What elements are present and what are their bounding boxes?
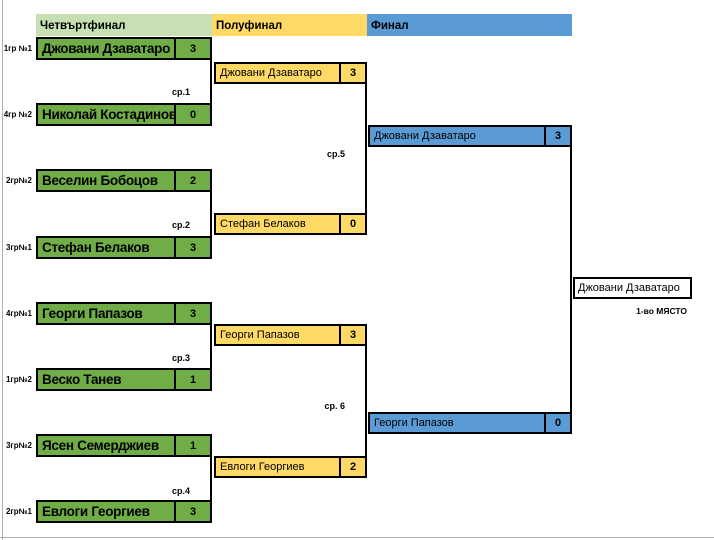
player-score[interactable]: 2 [174,171,210,190]
seed-label: 2гр№2 [5,176,32,185]
player-score[interactable]: 0 [544,414,570,432]
match-box-sf2-bottom[interactable]: Евлоги Георгиев 2 [214,456,367,478]
match-number-label: ср.5 [326,149,345,159]
seed-label: 4гр №2 [3,110,32,119]
player-name[interactable]: Стефан Белаков [220,218,306,230]
match-box-sf1-bottom[interactable]: Стефан Белаков 0 [214,213,367,235]
player-score[interactable]: 3 [544,127,570,145]
connector-line [365,82,367,215]
connector-line [210,322,212,370]
player-score[interactable]: 3 [339,64,365,82]
player-score[interactable]: 1 [174,370,210,389]
player-score[interactable]: 3 [174,238,210,257]
match-number-label: ср.2 [171,220,190,230]
player-name[interactable]: Джовани Дзаватаро [374,130,476,142]
connector-line [365,344,367,458]
match-box-sf1-top[interactable]: Джовани Дзаватаро 3 [214,62,367,84]
match-box-qf1-top[interactable]: Джовани Дзаватаро 3 [36,37,212,60]
column-header-semifinal: Полуфинал [212,14,367,36]
player-score[interactable]: 3 [339,326,365,344]
match-box-qf2-top[interactable]: Веселин Бобоцов 2 [36,169,212,192]
player-name[interactable]: Джовани Дзаватаро [220,67,322,79]
player-name[interactable]: Георги Папазов [42,306,143,321]
player-score[interactable]: 2 [339,458,365,476]
match-box-qf1-bottom[interactable]: Николай Костадинов 0 [36,103,212,126]
player-name[interactable]: Ясен Семерджиев [42,438,159,453]
connector-line [210,57,212,105]
player-score[interactable]: 3 [174,502,210,521]
player-score[interactable]: 0 [174,105,210,124]
page-break-line-vertical [2,0,3,540]
connector-line [210,455,212,502]
match-number-label: ср. 6 [324,401,345,411]
match-box-final-top[interactable]: Джовани Дзаватаро 3 [368,125,572,147]
seed-label: 3гр№2 [5,441,32,450]
player-score[interactable]: 0 [339,215,365,233]
seed-label: 3гр№1 [5,243,32,252]
match-number-label: ср.3 [171,353,190,363]
winner-box[interactable]: Джовани Дзаватаро [573,277,692,299]
player-name[interactable]: Евлоги Георгиев [42,504,150,519]
column-header-final: Финал [367,14,572,36]
player-name[interactable]: Георги Папазов [220,329,300,341]
match-box-final-bottom[interactable]: Георги Папазов 0 [368,412,572,434]
player-score[interactable]: 3 [174,39,210,58]
seed-label: 1гр№2 [5,375,32,384]
column-header-quarterfinal: Четвъртфинал [36,14,212,36]
connector-line [570,145,572,414]
match-box-sf2-top[interactable]: Георги Папазов 3 [214,324,367,346]
player-name[interactable]: Николай Костадинов [42,107,174,122]
match-box-qf4-bottom[interactable]: Евлоги Георгиев 3 [36,500,212,523]
player-name[interactable]: Джовани Дзаватаро [42,41,171,56]
player-name[interactable]: Веселин Бобоцов [42,173,158,188]
seed-label: 2гр№1 [5,507,32,516]
first-place-label: 1-во МЯСТО [636,306,687,316]
page-break-line-horizontal [0,537,714,538]
match-number-label: ср.4 [171,486,190,496]
player-name[interactable]: Стефан Белаков [42,240,150,255]
match-box-qf2-bottom[interactable]: Стефан Белаков 3 [36,236,212,259]
match-number-label: ср.1 [171,87,190,97]
player-score[interactable]: 3 [174,304,210,323]
player-score[interactable]: 1 [174,436,210,455]
match-box-qf3-bottom[interactable]: Веско Танев 1 [36,368,212,391]
seed-label: 4гр№1 [5,309,32,318]
connector-line [210,190,212,238]
player-name[interactable]: Веско Танев [42,372,122,387]
match-box-qf4-top[interactable]: Ясен Семерджиев 1 [36,434,212,457]
match-box-qf3-top[interactable]: Георги Папазов 3 [36,302,212,325]
seed-label: 1гр №1 [3,44,32,53]
player-name[interactable]: Георги Папазов [374,417,454,429]
player-name[interactable]: Евлоги Георгиев [220,461,305,473]
